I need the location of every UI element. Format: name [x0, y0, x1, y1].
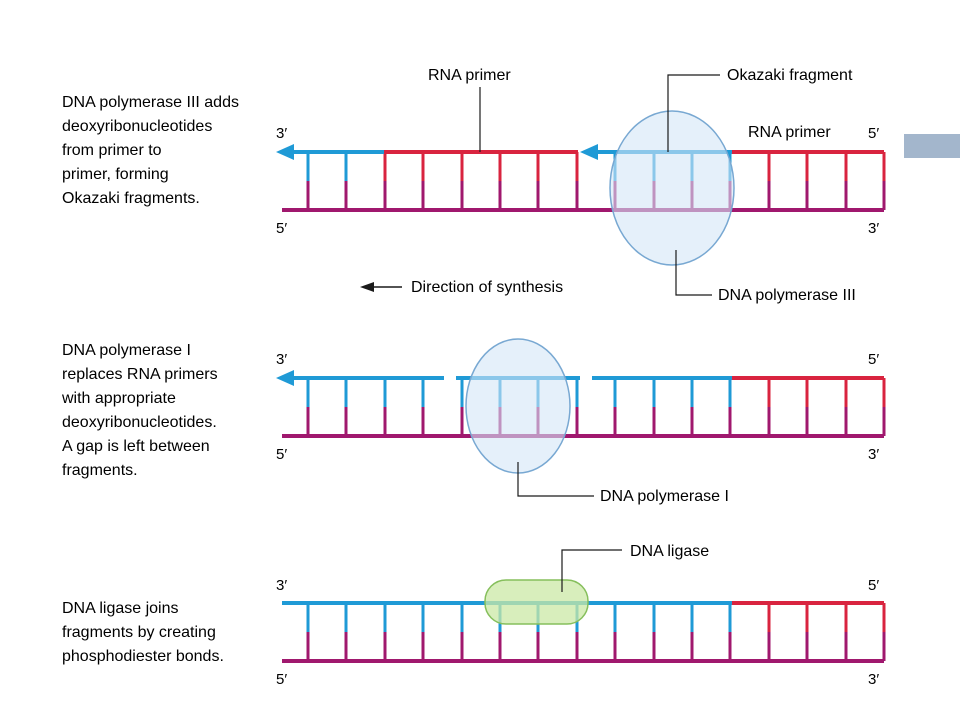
dna-polymerase-i-shape — [465, 338, 571, 474]
okazaki-fragment-leader — [667, 74, 720, 152]
panel-1-description: DNA polymerase III adds deoxyribonucleot… — [62, 94, 243, 207]
p2-right-top-end: 5′ — [868, 351, 879, 368]
p2-left-bottom-end: 5′ — [276, 446, 287, 463]
direction-of-synthesis-label: Direction of synthesis — [411, 279, 563, 296]
dna-polymerase-iii-leader — [675, 250, 712, 296]
dna-ligase-leader — [561, 549, 622, 592]
p3-right-bottom-end: 3′ — [868, 671, 879, 688]
panel-3-base-pairs — [306, 603, 886, 661]
p3-left-top-end: 3′ — [276, 577, 287, 594]
dna-polymerase-i-leader — [517, 462, 594, 497]
dna-polymerase-iii-label: DNA polymerase III — [718, 287, 856, 304]
direction-arrow-icon — [360, 282, 402, 292]
panel-1-new-strand — [276, 144, 884, 160]
p2-left-top-end: 3′ — [276, 351, 287, 368]
dna-ligase-label: DNA ligase — [630, 543, 709, 560]
rna-primer-label-top: RNA primer — [428, 67, 511, 84]
panel-3: DNA ligase joins fragments by creating p… — [62, 543, 886, 688]
p1-right-top-end: 5′ — [868, 125, 879, 142]
dna-polymerase-i-label: DNA polymerase I — [600, 488, 729, 505]
p2-right-bottom-end: 3′ — [868, 446, 879, 463]
p1-left-top-end: 3′ — [276, 125, 287, 142]
panel-2-base-pairs — [306, 378, 886, 436]
panel-2: DNA polymerase I replaces RNA primers wi… — [61, 338, 886, 505]
okazaki-fragment-label: Okazaki fragment — [727, 67, 853, 84]
rna-primer-label-right: RNA primer — [748, 124, 831, 141]
dna-polymerase-iii-shape — [609, 110, 735, 266]
panel-2-description: DNA polymerase I replaces RNA primers wi… — [61, 342, 222, 479]
panel-1: DNA polymerase III adds deoxyribonucleot… — [62, 67, 886, 304]
accent-bar — [904, 134, 960, 158]
panel-2-new-strand — [276, 370, 884, 386]
p3-right-top-end: 5′ — [868, 577, 879, 594]
panel-3-description: DNA ligase joins fragments by creating p… — [62, 600, 224, 665]
p3-left-bottom-end: 5′ — [276, 671, 287, 688]
p1-right-bottom-end: 3′ — [868, 220, 879, 237]
panel-1-base-pairs — [306, 152, 886, 210]
dna-ligase-shape — [484, 579, 589, 625]
p1-left-bottom-end: 5′ — [276, 220, 287, 237]
